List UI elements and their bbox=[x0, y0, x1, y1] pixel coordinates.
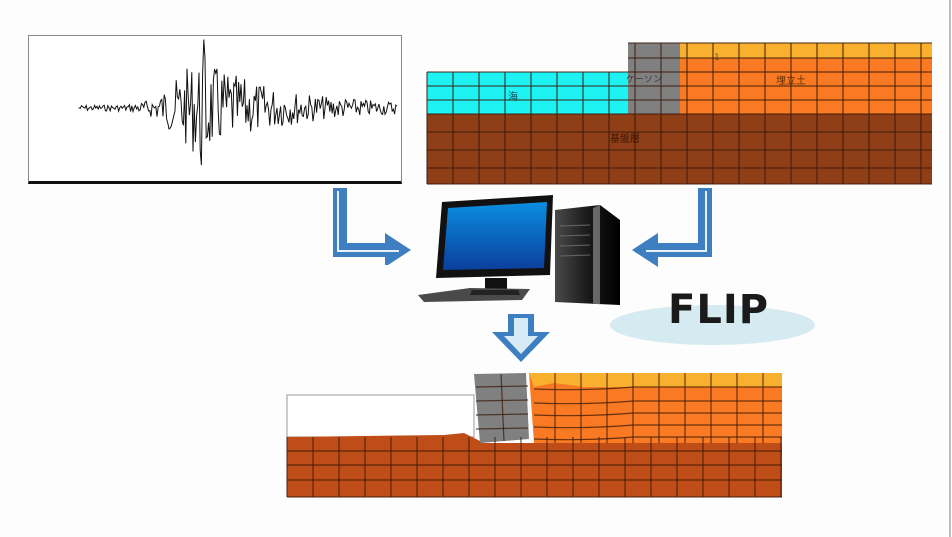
label-sea: 海 bbox=[508, 90, 518, 103]
monitor-screen bbox=[443, 202, 547, 270]
label-backfill: 埋立土 bbox=[776, 74, 806, 87]
desktop-computer-icon bbox=[418, 195, 620, 305]
caisson-displaced bbox=[474, 373, 529, 443]
label-top-layer: 1 bbox=[714, 53, 720, 63]
label-foundation: 基盤層 bbox=[610, 132, 640, 145]
initial-model: 海 ケーソン 1 埋立土 基盤層 bbox=[426, 42, 932, 185]
frame-border bbox=[949, 0, 951, 537]
caisson bbox=[628, 43, 680, 114]
deformed-result-model bbox=[286, 373, 782, 498]
sea-layer bbox=[427, 72, 628, 114]
waveform-trace bbox=[78, 39, 398, 166]
top-layer-deformed bbox=[529, 373, 782, 387]
arrow-from-computer-to-result bbox=[492, 314, 550, 362]
flip-software-label: FLIP bbox=[668, 287, 770, 333]
seismogram-icon bbox=[78, 39, 398, 166]
sea-outline bbox=[286, 394, 475, 438]
arrow-from-model-to-computer bbox=[632, 188, 712, 267]
seismic-waveform-panel bbox=[28, 35, 402, 184]
label-caisson: ケーソン bbox=[626, 74, 662, 85]
foundation-layer bbox=[427, 114, 932, 184]
flip-ellipse bbox=[610, 305, 815, 345]
arrow-from-wave-to-computer bbox=[333, 188, 411, 265]
